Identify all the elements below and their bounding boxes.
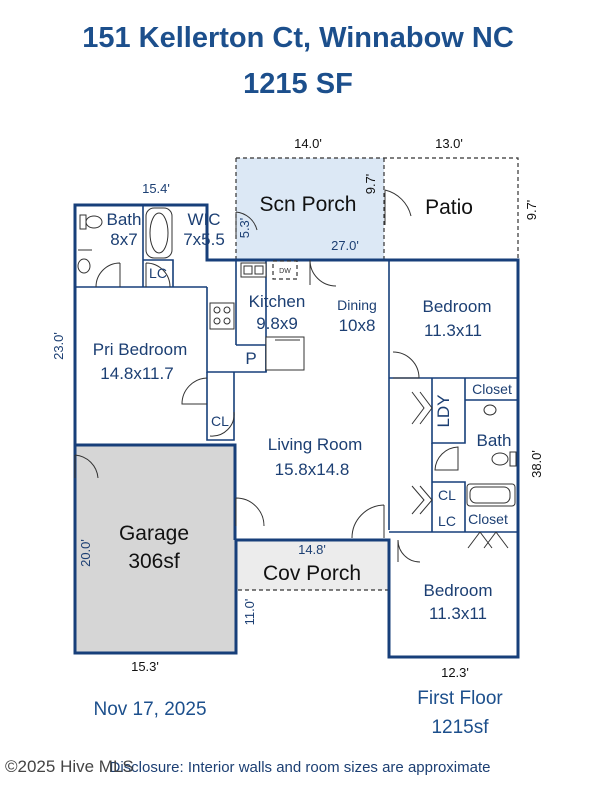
floor-area: 1215sf	[431, 717, 489, 738]
toilet-2	[491, 452, 509, 466]
bedroom-1-name: Bedroom	[423, 297, 492, 316]
living-room-name: Living Room	[268, 435, 363, 454]
garage-door-interior[interactable]	[235, 497, 265, 527]
dim-garage-depth: 20.0'	[78, 539, 93, 567]
front-door[interactable]	[351, 504, 385, 539]
dim-cov-porch-width: 14.8'	[298, 542, 326, 557]
floor-name: First Floor	[417, 688, 503, 709]
closet-top-label: Closet	[472, 381, 512, 397]
disclaimer: Disclosure: Interior walls and room size…	[110, 759, 491, 776]
burner-2	[223, 306, 231, 314]
kitchen-size: 9.8x9	[256, 314, 298, 333]
burner-1	[213, 306, 221, 314]
dim-patio-depth: 9.7'	[524, 200, 539, 221]
cl-hall-label: CL	[438, 487, 456, 503]
cl-pri-door[interactable]	[209, 411, 235, 437]
dim-patio-width: 13.0'	[435, 136, 463, 151]
cl-pri-walls	[206, 372, 235, 441]
burner-3	[213, 317, 221, 325]
sink-closet	[483, 404, 497, 416]
dim-scn-porch-width: 14.0'	[294, 136, 322, 151]
dim-bottom-right: 12.3'	[441, 665, 469, 680]
garage-name: Garage	[119, 522, 189, 545]
bath-2-label: Bath	[477, 431, 512, 450]
pri-bedroom-size: 14.8x11.7	[100, 364, 173, 383]
sink-main	[77, 258, 91, 274]
dim-scn-porch-depth: 9.7'	[363, 174, 378, 195]
pantry-label: P	[245, 349, 256, 368]
address-title: 151 Kellerton Ct, Winnabow NC	[82, 22, 514, 54]
patio-label: Patio	[425, 196, 473, 219]
dim-left-depth: 23.0'	[51, 332, 66, 360]
bathtub-basin	[149, 212, 169, 254]
wic-size: 7x5.5	[183, 230, 225, 249]
garage-area	[75, 445, 235, 653]
closet-bottom-label: Closet	[468, 511, 508, 527]
patio-door[interactable]	[384, 189, 412, 225]
dishwasher-label: DW	[279, 268, 291, 275]
dim-garage-width: 15.3'	[131, 659, 159, 674]
garage-size: 306sf	[128, 550, 180, 573]
dim-porch-length: 27.0'	[331, 238, 359, 253]
cl-pri-label: CL	[211, 413, 229, 429]
bathtub-2-basin	[469, 486, 511, 504]
pri-bedroom-name: Pri Bedroom	[93, 340, 187, 359]
bedroom-2-size: 11.3x11	[429, 604, 487, 623]
kitchen-name: Kitchen	[249, 292, 306, 311]
bedroom-1-size: 11.3x11	[424, 321, 482, 340]
bedroom-1-door[interactable]	[392, 351, 420, 379]
laundry-bifold[interactable]	[411, 391, 433, 425]
sink-bowl-right	[254, 265, 264, 275]
refrigerator	[265, 336, 305, 371]
toilet-tank	[79, 214, 87, 230]
bath-main-size: 8x7	[110, 230, 137, 249]
garage-side-door[interactable]	[74, 454, 99, 479]
garage-wall	[75, 443, 237, 540]
bath-main-name: Bath	[107, 210, 142, 229]
lc-hall-label: LC	[438, 513, 456, 529]
burner-4	[223, 317, 231, 325]
bath-2-door[interactable]	[434, 446, 459, 471]
toilet-tank-2	[509, 451, 517, 467]
sink-bowl-left	[243, 265, 253, 275]
scn-porch-area	[236, 158, 384, 260]
lc-door[interactable]	[145, 262, 171, 288]
cl-hall-bifold[interactable]	[411, 485, 433, 515]
laundry-closet-walls	[431, 378, 518, 444]
porch-patio-outline	[235, 157, 519, 260]
bedroom-2-name: Bedroom	[424, 581, 493, 600]
exterior-walls	[73, 203, 520, 659]
closet-bifold[interactable]	[467, 531, 509, 549]
scn-porch-label: Scn Porch	[260, 193, 357, 216]
bedroom-2-door[interactable]	[397, 539, 421, 563]
master-suite-walls	[75, 205, 267, 373]
bath-hall-walls	[389, 443, 518, 533]
dining-name: Dining	[337, 297, 377, 313]
bath-door[interactable]	[95, 262, 121, 288]
dim-master-top: 15.4'	[142, 181, 170, 196]
dim-cov-porch-depth: 11.0'	[242, 599, 257, 626]
stove	[209, 302, 235, 330]
area-title: 1215 SF	[243, 68, 353, 100]
pri-bedroom-door[interactable]	[181, 377, 208, 405]
cov-porch-label: Cov Porch	[263, 562, 361, 585]
ldy-label: LDY	[434, 394, 453, 427]
living-room-size: 15.8x14.8	[275, 460, 350, 479]
mls-watermark: ©2025 Hive MLS	[5, 757, 134, 776]
dim-right-depth: 38.0'	[529, 450, 544, 478]
toilet-main	[85, 215, 103, 229]
cov-porch-area	[236, 540, 389, 590]
dining-size: 10x8	[339, 316, 376, 335]
lc-main-label: LC	[149, 265, 167, 281]
dim-wic-side: 5.3'	[237, 218, 252, 239]
lc-walls	[143, 259, 174, 287]
plan-date: Nov 17, 2025	[93, 699, 206, 720]
wic-name: WIC	[187, 210, 220, 229]
wic-door[interactable]	[235, 211, 258, 236]
rear-door[interactable]	[309, 259, 337, 287]
